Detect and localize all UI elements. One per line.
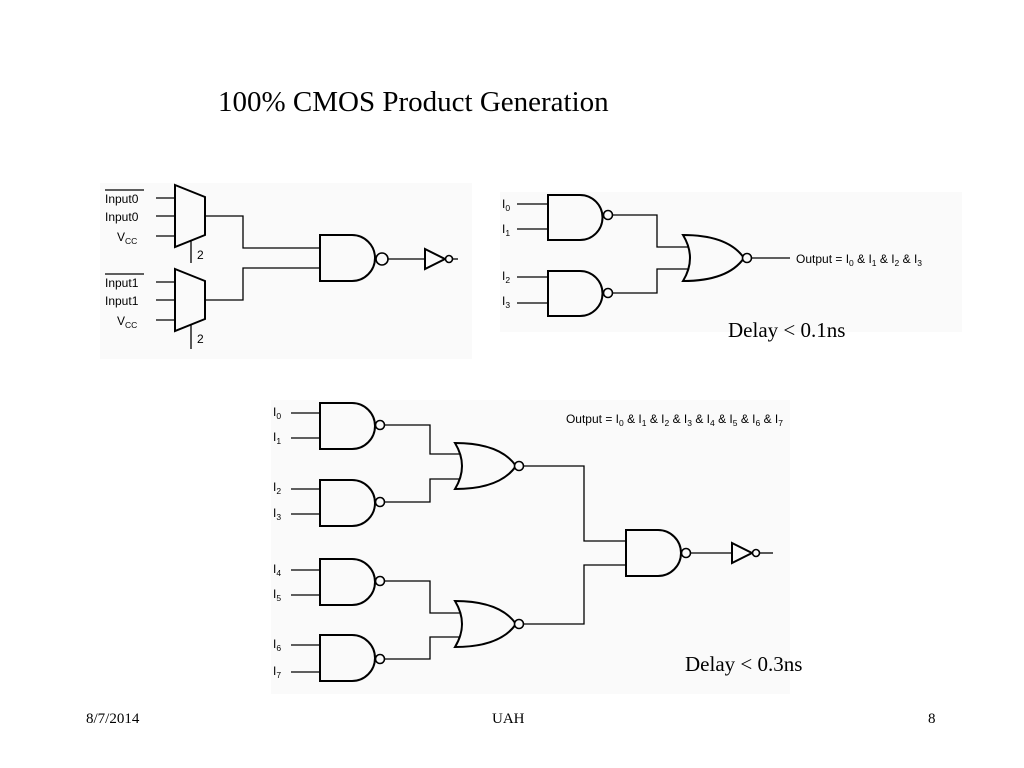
- four-input-and-diagram: I0 I1 I2 I3 Output = I0 & I1 & I2 & I3: [500, 192, 962, 332]
- input-label-i5: I5: [273, 587, 281, 603]
- nand-gate-4: [319, 634, 376, 682]
- output-label: Output = I0 & I1 & I2 & I3: [796, 252, 922, 268]
- mux-bottom-select-label: 2: [197, 332, 204, 346]
- input-label-i0: I0: [273, 405, 281, 421]
- mux-bottom-inputs: Input1 Input1 VCC: [105, 273, 175, 330]
- nand-gate-final: [625, 529, 682, 577]
- mux-top-select-label: 2: [197, 248, 204, 262]
- nand-gate-1: [547, 194, 604, 241]
- mux-label-input0-bar: Input0: [105, 192, 139, 206]
- delay-top: Delay < 0.1ns: [728, 318, 846, 342]
- footer-org: UAH: [492, 711, 525, 727]
- mux-top: 2: [174, 183, 206, 263]
- nand-gate-2: [547, 270, 604, 317]
- delay-bottom: Delay < 0.3ns: [685, 652, 803, 676]
- input-label-i7: I7: [273, 664, 281, 680]
- nor-gate: [681, 233, 746, 283]
- slide-title: 100% CMOS Product Generation: [218, 86, 609, 118]
- nor-gate-top: [453, 441, 518, 491]
- mux-nand-diagram: 2 Input0 Input0 VCC 2 Input1 Input1 VCC: [100, 183, 472, 359]
- input-label-i4: I4: [273, 562, 281, 578]
- mux-top-inputs: Input0 Input0 VCC: [105, 189, 175, 246]
- input-label-i0: I0: [502, 197, 510, 213]
- nand-gate: [319, 234, 376, 282]
- mux-label-vcc-bottom: VCC: [117, 314, 137, 330]
- output-label: Output = I0 & I1 & I2 & I3 & I4 & I5 & I…: [566, 412, 783, 428]
- eight-input-and-diagram: Output = I0 & I1 & I2 & I3 & I4 & I5 & I…: [271, 400, 790, 694]
- nand-gate-1: [319, 402, 376, 450]
- nand-gate-2: [319, 479, 376, 527]
- input-label-i2: I2: [273, 480, 281, 496]
- mux-bottom: 2: [174, 267, 206, 349]
- mux-label-input1-bar: Input1: [105, 276, 139, 290]
- input-label-i3: I3: [273, 506, 281, 522]
- footer-date: 8/7/2014: [86, 711, 140, 727]
- input-label-i1: I1: [273, 430, 281, 446]
- inverter-gate: [424, 247, 448, 271]
- input-label-i6: I6: [273, 637, 281, 653]
- inverter-gate: [731, 541, 755, 565]
- input-label-i2: I2: [502, 269, 510, 285]
- mux-label-input1: Input1: [105, 294, 139, 308]
- footer-page-number: 8: [928, 711, 936, 727]
- input-label-i1: I1: [502, 222, 510, 238]
- nand-gate-3: [319, 558, 376, 606]
- mux-label-input0: Input0: [105, 210, 139, 224]
- nor-gate-bottom: [453, 599, 518, 649]
- input-label-i3: I3: [502, 294, 510, 310]
- mux-label-vcc-top: VCC: [117, 230, 137, 246]
